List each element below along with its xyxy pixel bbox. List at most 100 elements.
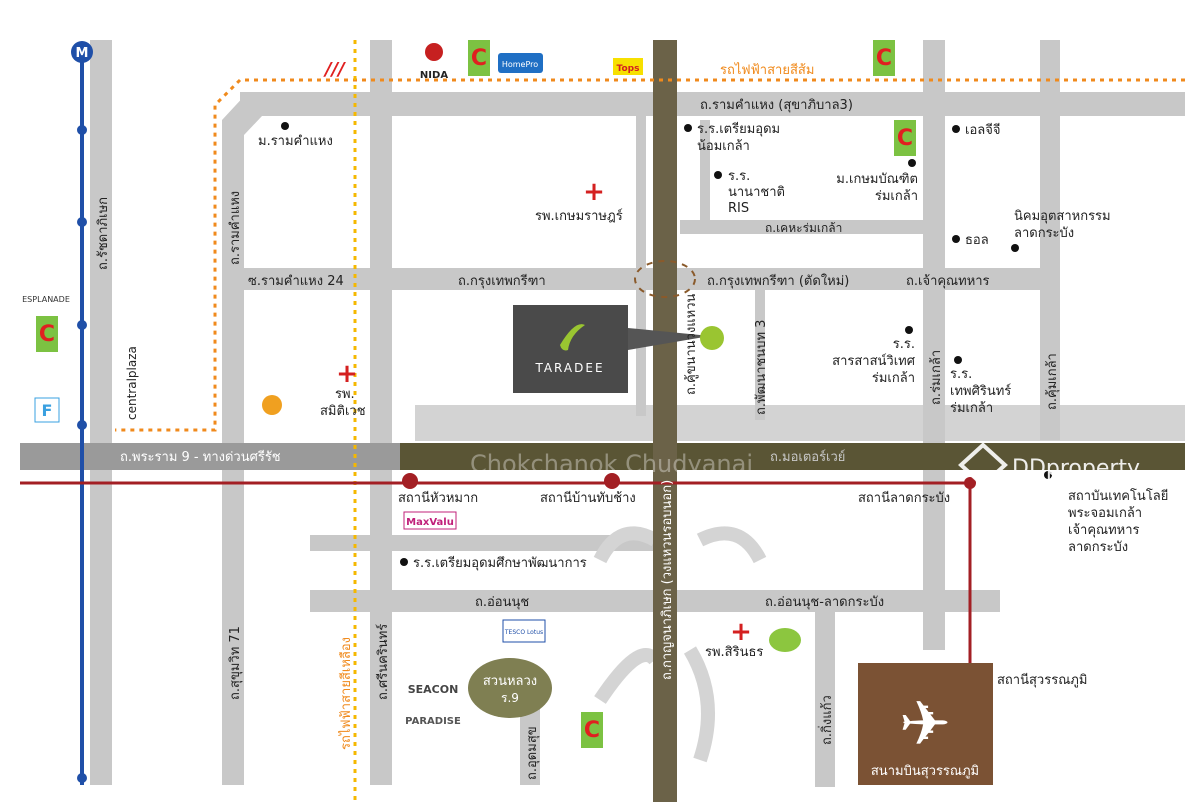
road-phatthanakan3 xyxy=(755,290,765,420)
ring-interchange xyxy=(593,526,767,763)
road-label: ถ.เจ้าคุณทหาร xyxy=(906,274,990,289)
maxvalu-label: MaxValu xyxy=(406,517,454,528)
fashion-island-icon: F xyxy=(42,401,53,420)
airport-label: สนามบินสุวรรณภูมิ xyxy=(871,764,979,779)
road-kingkaew xyxy=(815,612,835,787)
poi-label: นานาชาติ xyxy=(728,185,785,200)
poi-label: รพ.เกษมราษฎร์ xyxy=(535,208,623,224)
road-label: ถ.ร่มเกล้า xyxy=(929,350,944,405)
taradee-logo-text: TARADEE xyxy=(534,361,604,375)
poi-label: นิคมอุตสาหกรรม xyxy=(1014,209,1111,224)
taradee-box xyxy=(513,305,628,393)
road-label: ถ.ศรีนครินทร์ xyxy=(375,624,391,700)
poi-label: ร่มเกล้า xyxy=(950,401,993,416)
ghost-text: Chokchanok Chudyanai xyxy=(470,450,753,478)
the-mall-logo: /// xyxy=(323,59,346,80)
hospital-icon: + xyxy=(583,177,605,207)
hospital-icon: + xyxy=(730,617,752,647)
poi-label: สถาบันเทคโนโลยี xyxy=(1068,488,1168,504)
svg-text:C: C xyxy=(584,718,600,743)
poi-label: ร.ร.เตรียมอุดมศึกษาพัฒนาการ xyxy=(413,555,587,571)
interchange-marker xyxy=(634,260,696,298)
road-motorway xyxy=(400,443,1185,470)
poi-label: สารสาสน์วิเทศ xyxy=(832,353,916,369)
nida-label: NIDA xyxy=(420,70,448,81)
svg-text:C: C xyxy=(876,46,892,71)
road-rama9-expressway xyxy=(20,443,410,470)
road-side xyxy=(636,116,646,416)
poi-label: เทพศิรินทร์ xyxy=(950,383,1011,399)
poi-label: ธอล xyxy=(965,233,989,248)
airport-box xyxy=(858,663,993,785)
poi-label: น้อมเกล้า xyxy=(697,139,750,154)
pointer-beam xyxy=(628,328,710,350)
poi-label: พระจอมเกล้า xyxy=(1068,506,1142,521)
road-label: ถ.คุ้มเกล้า xyxy=(1045,353,1060,410)
road-label: ถ.คู้ขนานวงแหวน xyxy=(684,293,699,395)
svg-text:C: C xyxy=(897,126,913,151)
esplanade-logo: ESPLANADE xyxy=(22,295,70,304)
poi-label: ร่มเกล้า xyxy=(872,371,915,386)
roads xyxy=(90,40,1185,787)
leaf-swirl-icon xyxy=(560,324,585,351)
svg-text:C: C xyxy=(39,322,55,347)
airplane-icon: ✈ xyxy=(899,687,951,760)
seacon-logo: SEACON xyxy=(408,683,459,696)
mrt-badge xyxy=(71,41,93,63)
poi-label: เจ้าคุณทหาร xyxy=(1068,523,1140,538)
orange-line xyxy=(115,78,1185,432)
poi-label: ม.เกษมบัณฑิต xyxy=(836,172,918,187)
mrt-badge-label: M xyxy=(76,46,89,61)
maxvalu-logo xyxy=(403,511,457,530)
road-label: ถ.มอเตอร์เวย์ xyxy=(770,449,845,465)
ddproperty-watermark: DDproperty xyxy=(958,442,1140,488)
station-label: สถานีหัวหมาก xyxy=(398,490,478,506)
bigc-logos: C C C C C xyxy=(36,40,916,748)
tops-label: Tops xyxy=(617,64,640,74)
road-kheha xyxy=(680,220,925,234)
svg-text:C: C xyxy=(471,46,487,71)
park-label: สวนหลวง xyxy=(483,674,537,689)
tesco-logo xyxy=(502,619,546,643)
park-shape xyxy=(468,658,552,718)
poi-label: ร.ร. xyxy=(950,367,972,382)
overpass-band xyxy=(415,405,1185,441)
road-label: ถ.กรุงเทพกรีฑา xyxy=(458,273,546,289)
road-khumklao xyxy=(1040,40,1060,440)
poi-label: RIS xyxy=(728,201,749,216)
yellow-line-label: รถไฟฟ้าสายสีเหลือง xyxy=(338,637,354,750)
poi-label: ม.รามคำแหง xyxy=(258,134,333,149)
nida-logo xyxy=(425,43,443,61)
tesco-label: TESCO Lotus xyxy=(504,629,543,636)
station-label: สถานีสุวรรณภูมิ xyxy=(997,672,1087,688)
paseo-logo xyxy=(262,395,282,415)
road-label: ถ.อ่อนนุช-ลาดกระบัง xyxy=(765,595,884,610)
hospital-icon: + xyxy=(336,359,358,389)
homepro-logo xyxy=(498,53,543,73)
poi-label: ร่มเกล้า xyxy=(875,189,918,204)
central-plaza-logo: centralplaza xyxy=(125,346,139,420)
fashion-island-logo xyxy=(34,397,60,423)
homepro-label: HomePro xyxy=(502,60,538,69)
road-label: ถ.กาญจนาภิเษก (วงแหวนรอบนอก) xyxy=(660,480,675,680)
park-label: ร.9 xyxy=(501,691,519,705)
poi-label: รพ.สิรินธร xyxy=(705,645,763,660)
orange-line-label: รถไฟฟ้าสายสีส้ม xyxy=(720,62,814,78)
poi-label: รพ. xyxy=(335,387,355,402)
poi-label: ลาดกระบัง xyxy=(1014,226,1074,241)
paradise-logo: PARADISE xyxy=(405,716,461,727)
road-kheha-v xyxy=(700,120,710,230)
road-label: ถ.กรุงเทพกรีฑา (ตัดใหม่) xyxy=(707,273,849,289)
poi-label: ร.ร. xyxy=(893,337,915,352)
road-label: ถ.พระราม 9 - ทางด่วนศรีรัช xyxy=(120,449,281,465)
road-label: ถ.อ่อนนุช xyxy=(475,595,529,610)
road-label: ถ.รามคำแหง xyxy=(228,191,243,265)
road-label: ถ.รามคำแหง (สุขาภิบาล3) xyxy=(700,98,853,113)
poi-label: เอลจีจี xyxy=(965,122,1000,138)
project-location-marker xyxy=(700,326,724,350)
watermark-label: DDproperty xyxy=(1012,456,1140,481)
poi-label: สมิติเวช xyxy=(320,404,366,419)
paseo-park-logo xyxy=(769,628,801,652)
mrt-stations xyxy=(77,125,87,783)
